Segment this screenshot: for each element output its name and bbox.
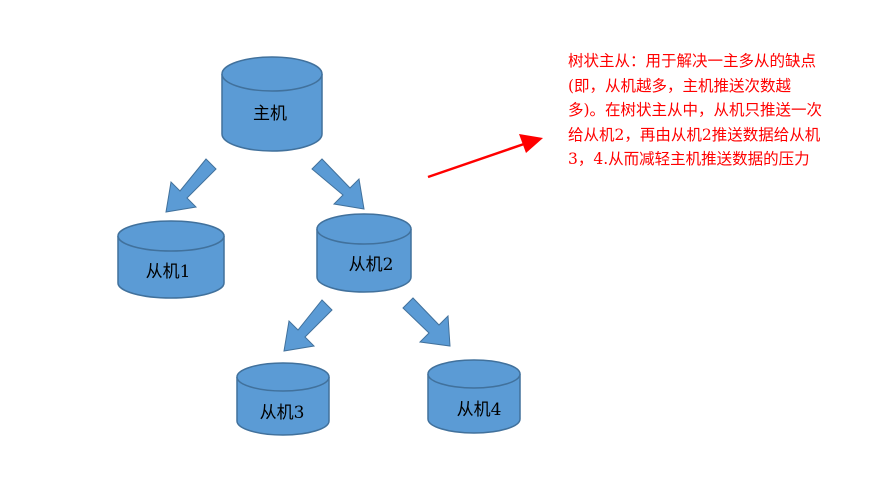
slave4-label: 从机4 — [457, 400, 502, 420]
note-line: 多)。在树状主从中，从机只推送一次 — [568, 101, 823, 119]
note-line: 树状主从：用于解决一主多从的缺点 — [568, 52, 817, 70]
slave4-node: 从机4 — [427, 359, 521, 434]
arrow-slave2-to-slave3 — [283, 299, 333, 352]
slave1-node: 从机1 — [117, 220, 225, 299]
note-line: 3，4.从而减轻主机推送数据的压力 — [568, 150, 810, 168]
master-label: 主机 — [253, 104, 287, 124]
note-line: (即，从机越多，主机推送次数越 — [568, 76, 792, 95]
arrow-slave2-to-slave4 — [402, 297, 451, 347]
explanation-note: 树状主从：用于解决一主多从的缺点 (即，从机越多，主机推送次数越 多)。在树状主… — [568, 49, 886, 172]
note-line: 给从机2，再由从机2推送数据给从机 — [568, 125, 821, 144]
slave3-label: 从机3 — [260, 403, 305, 423]
arrow-master-to-slave2 — [311, 158, 365, 210]
red-pointer-arrow — [427, 134, 543, 179]
slave1-label: 从机1 — [146, 262, 191, 282]
slave2-node: 从机2 — [316, 213, 412, 293]
slave2-label: 从机2 — [349, 255, 394, 275]
master-node: 主机 — [221, 56, 323, 152]
slave3-node: 从机3 — [236, 362, 330, 436]
arrow-master-to-slave1 — [165, 158, 217, 213]
